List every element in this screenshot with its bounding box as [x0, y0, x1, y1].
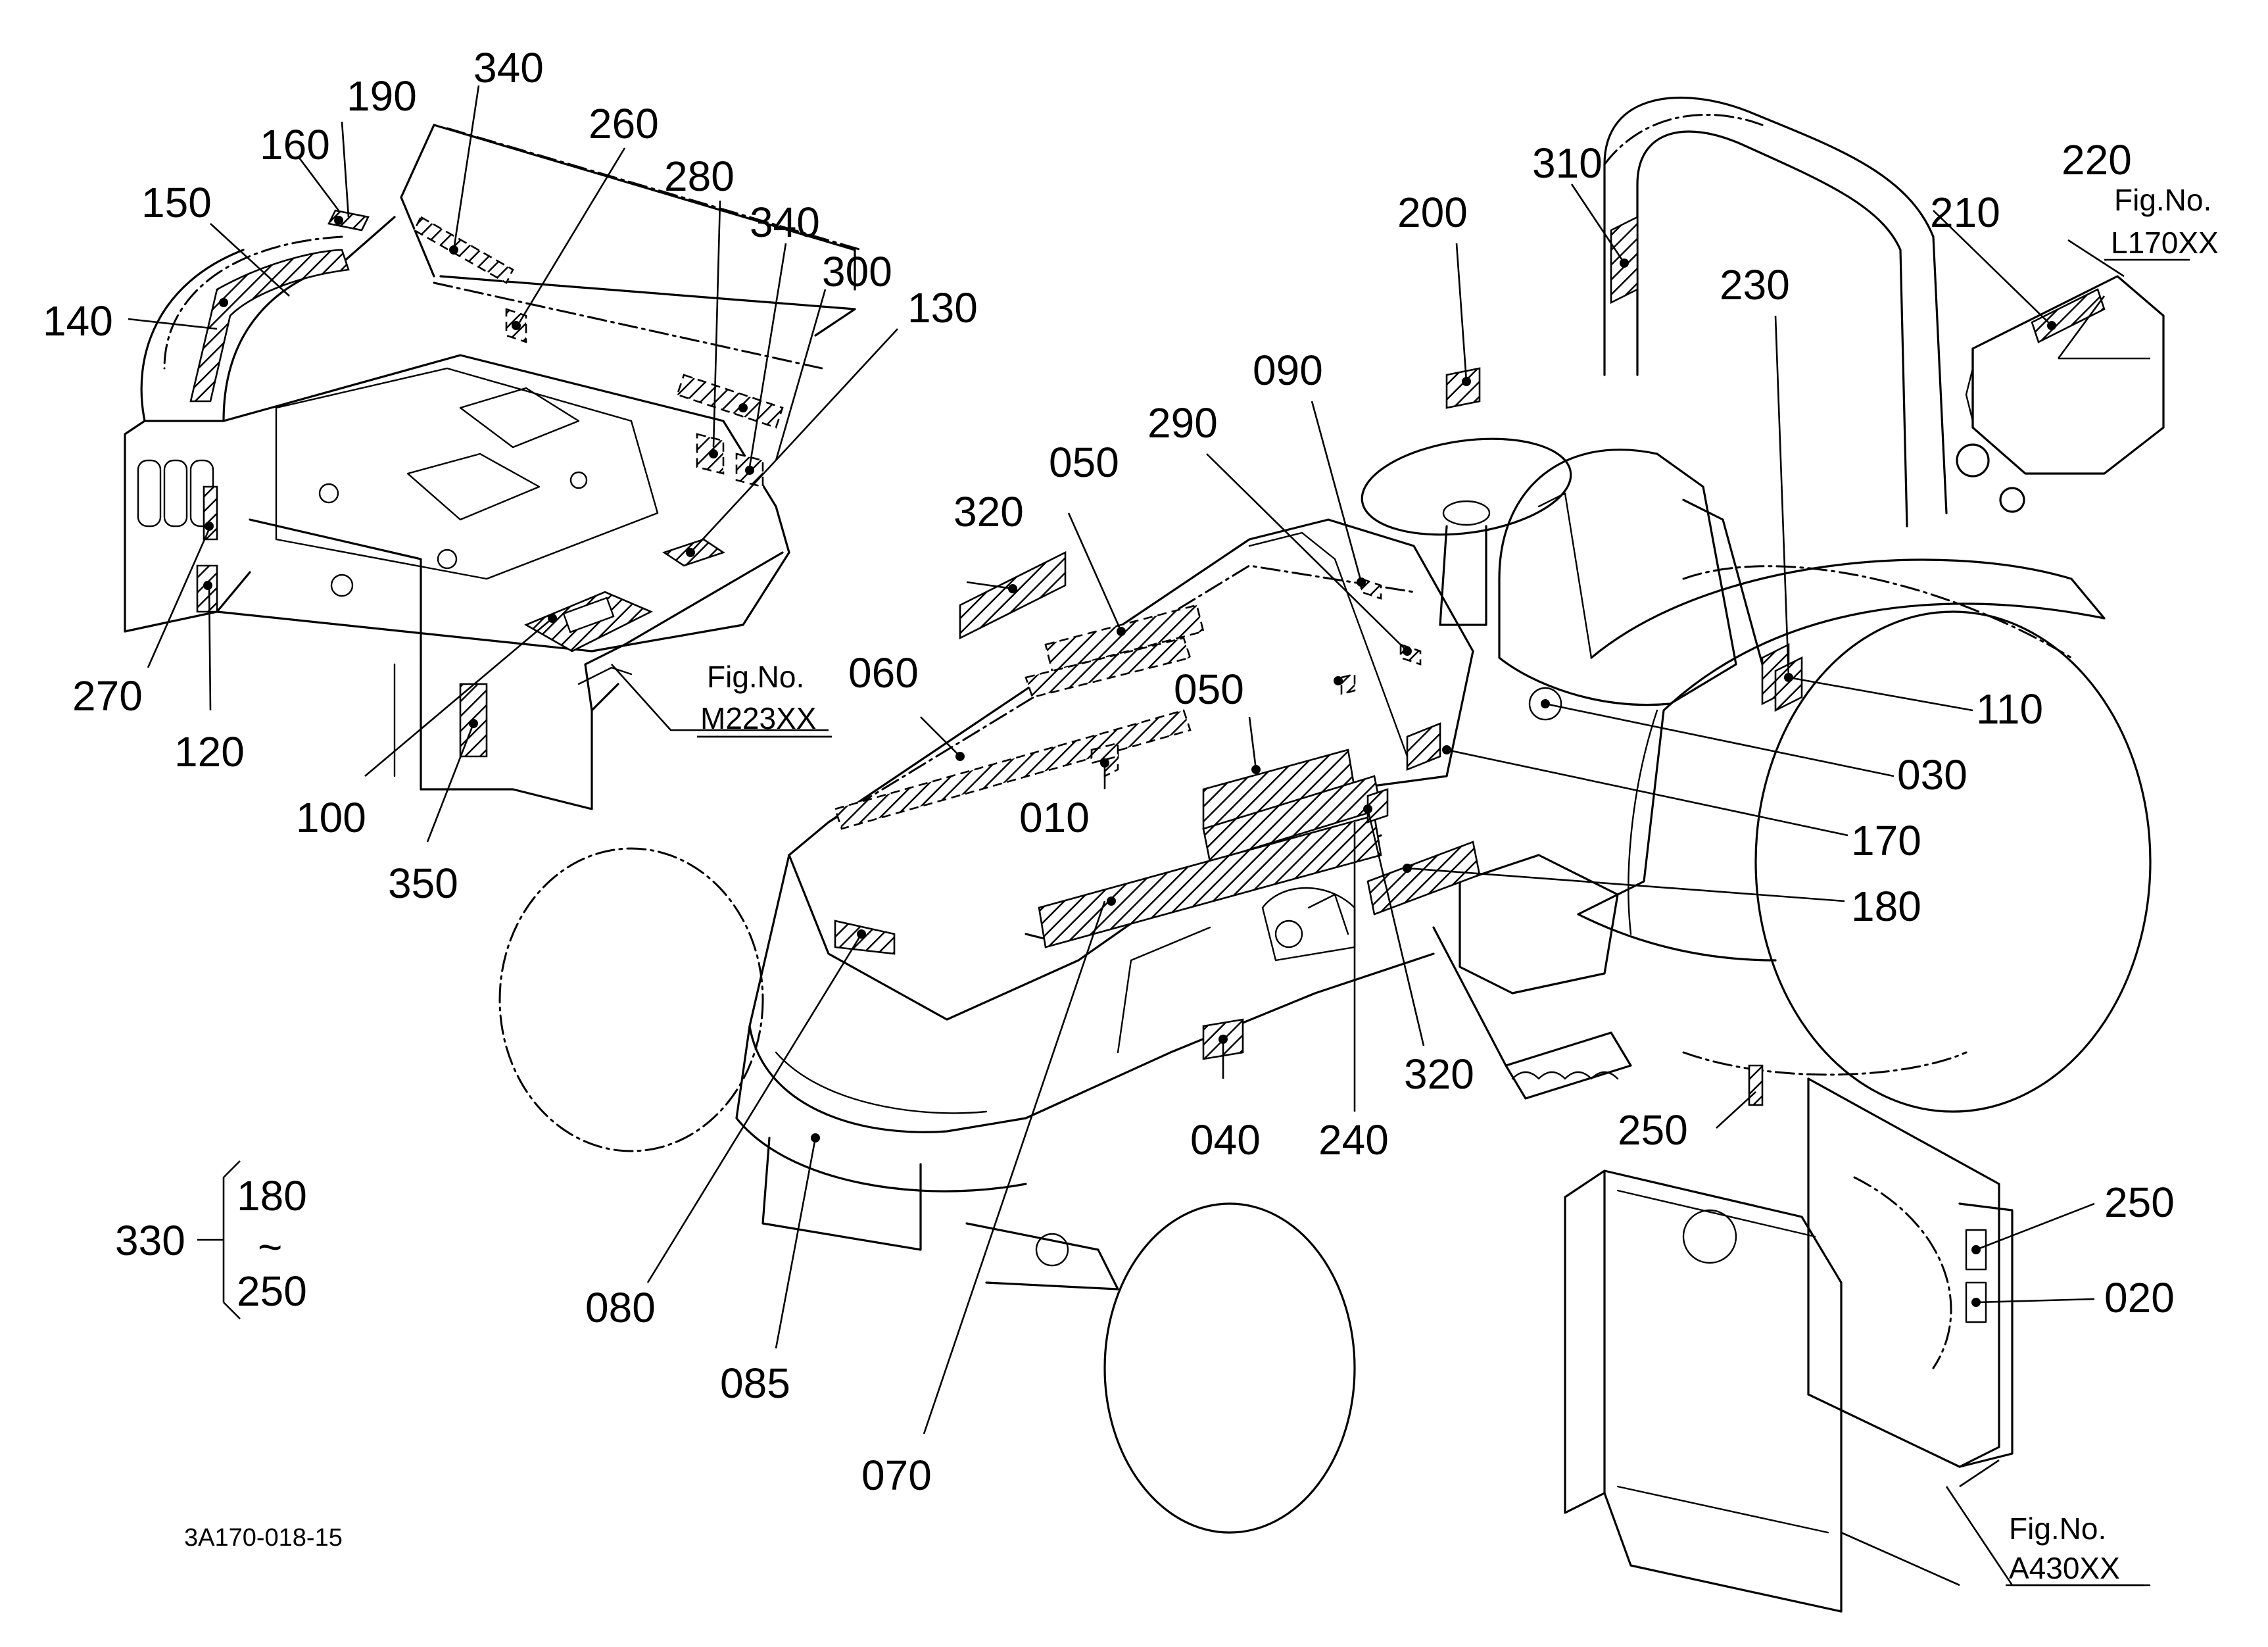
- callout-340: 340: [473, 44, 544, 91]
- callout-280: 280: [664, 153, 735, 200]
- svg-text:M223XX: M223XX: [700, 701, 816, 735]
- callout-140: 140: [43, 297, 113, 345]
- callout-080: 080: [585, 1284, 656, 1331]
- callout-300: 300: [822, 248, 892, 295]
- radiator-assembly: [1564, 1064, 2014, 1613]
- group-parent-330: 330: [115, 1217, 185, 1264]
- callout-120: 120: [174, 728, 245, 775]
- callout-030: 030: [1897, 751, 1967, 799]
- svg-text:Fig.No.: Fig.No.: [707, 660, 804, 694]
- callout-170: 170: [1851, 817, 1921, 864]
- svg-text:Fig.No.: Fig.No.: [2009, 1512, 2106, 1546]
- callout-085: 085: [720, 1360, 790, 1407]
- figure-ref-m223: Fig.No. M223XX: [700, 660, 816, 735]
- callout-260: 260: [589, 100, 659, 147]
- callout-020: 020: [2104, 1274, 2175, 1321]
- callout-200: 200: [1397, 189, 1468, 236]
- callout-250: 250: [2104, 1179, 2175, 1226]
- callout-labels: 340 190 160 260 150 280 340 300 130 140 …: [43, 44, 2175, 1499]
- callout-350: 350: [388, 860, 458, 907]
- leader-lines: [128, 85, 2150, 1586]
- callout-090: 090: [1253, 347, 1323, 394]
- svg-text:L170XX: L170XX: [2111, 226, 2219, 260]
- callout-150: 150: [141, 179, 212, 226]
- callout-040: 040: [1190, 1116, 1261, 1164]
- callout-050: 050: [1049, 439, 1119, 486]
- callout-290: 290: [1147, 399, 1218, 447]
- callout-310: 310: [1532, 139, 1603, 187]
- callout-340: 340: [750, 199, 820, 246]
- callout-220: 220: [2062, 136, 2132, 184]
- callout-070: 070: [861, 1452, 932, 1499]
- svg-text:Fig.No.: Fig.No.: [2114, 183, 2211, 217]
- group-tilde: ~: [258, 1223, 282, 1271]
- callout-320: 320: [953, 488, 1024, 535]
- callout-180: 180: [1851, 883, 1921, 930]
- svg-text:A430XX: A430XX: [2009, 1551, 2120, 1585]
- callout-130: 130: [907, 284, 978, 332]
- tractor-body: [498, 97, 2152, 1534]
- callout-230: 230: [1720, 261, 1790, 308]
- callout-240: 240: [1318, 1116, 1389, 1164]
- rops-cover: [1965, 275, 2165, 475]
- fender-assembly: [124, 124, 863, 810]
- callout-160: 160: [260, 121, 330, 168]
- figure-ref-l170: Fig.No. L170XX: [2111, 183, 2219, 260]
- callout-270: 270: [72, 672, 143, 720]
- group-to-250: 250: [237, 1267, 307, 1315]
- figure-ref-a430: Fig.No. A430XX: [2009, 1512, 2120, 1585]
- group-from-180: 180: [237, 1172, 307, 1219]
- group-bracket: [197, 1160, 241, 1319]
- callout-250: 250: [1618, 1106, 1688, 1154]
- callout-060: 060: [848, 649, 919, 697]
- callout-100: 100: [296, 794, 366, 841]
- callout-050: 050: [1174, 666, 1244, 713]
- group-callout: 330 180 ~ 250: [115, 1172, 307, 1315]
- callout-320: 320: [1404, 1050, 1474, 1098]
- drawing-code: 3A170-018-15: [184, 1524, 343, 1552]
- callout-110: 110: [1976, 685, 2043, 733]
- callout-210: 210: [1930, 189, 2000, 236]
- callout-010: 010: [1019, 794, 1090, 841]
- callout-190: 190: [347, 72, 417, 120]
